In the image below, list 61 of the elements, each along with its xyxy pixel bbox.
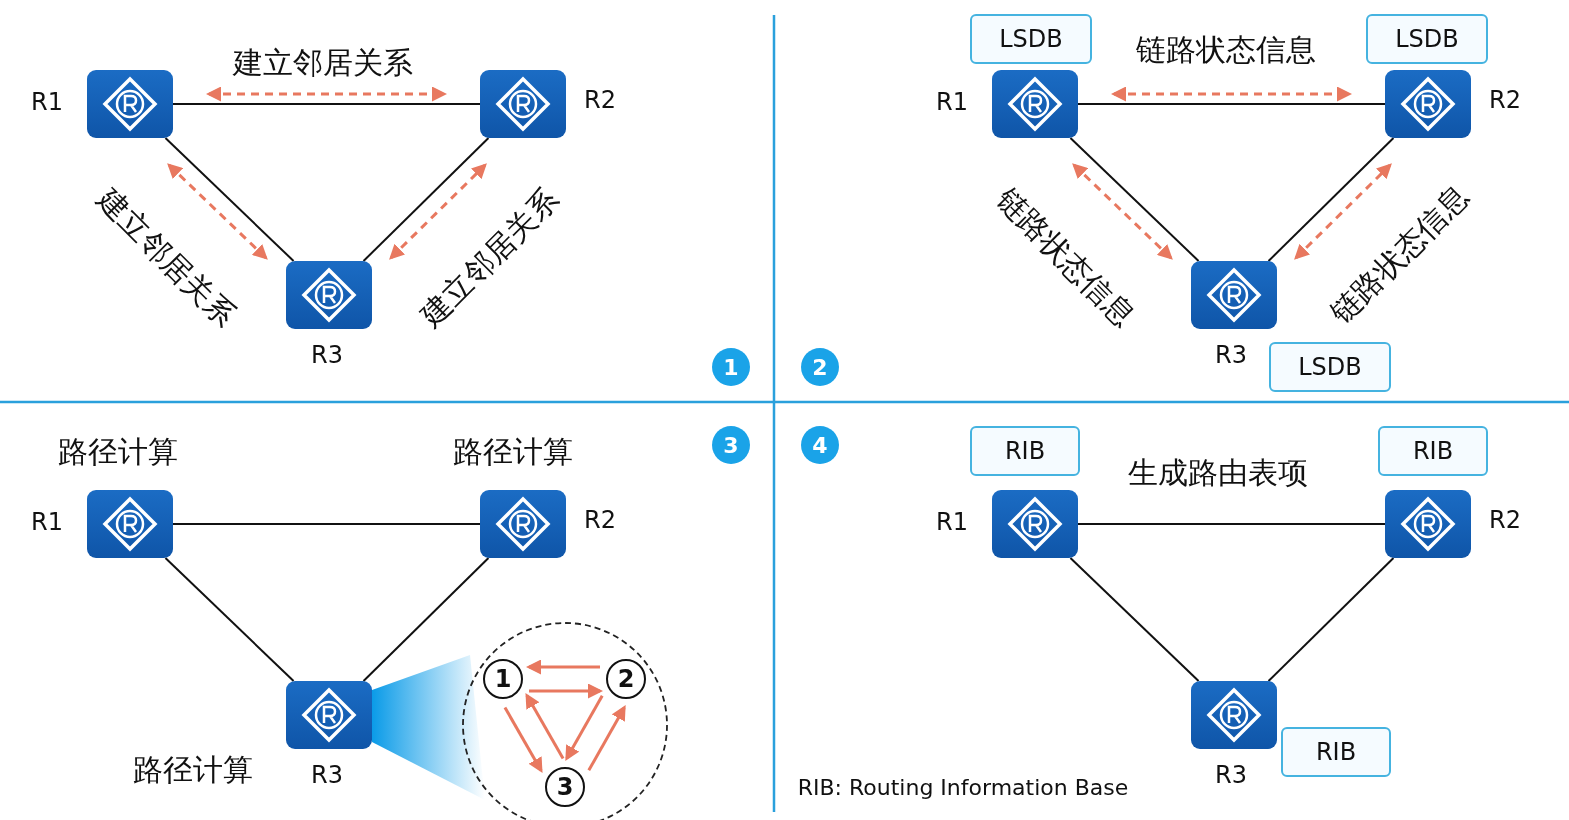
link-line xyxy=(362,557,490,682)
footnote: RIB: Routing Information Base xyxy=(797,774,1129,800)
arrow xyxy=(529,683,603,699)
edge-label: 链路状态信息 xyxy=(1136,30,1316,69)
double-arrow xyxy=(206,86,447,102)
step-badge: 3 xyxy=(712,426,750,464)
table-tag: RIB xyxy=(1378,426,1488,476)
double-arrow xyxy=(167,163,268,260)
router-label: R2 xyxy=(1489,506,1521,534)
step-badge: 4 xyxy=(801,426,839,464)
arrow xyxy=(587,705,626,772)
link-line xyxy=(1077,523,1386,525)
step-badge: 1 xyxy=(712,348,750,386)
double-arrow xyxy=(1111,86,1352,102)
edge-label: 链路状态信息 xyxy=(1322,177,1477,333)
step-circle: 3 xyxy=(545,767,585,807)
light-beam xyxy=(372,655,485,800)
link-line xyxy=(172,103,481,105)
router-label: R2 xyxy=(1489,86,1521,114)
router-label: R1 xyxy=(936,88,968,116)
arrow xyxy=(503,706,543,774)
link-line xyxy=(362,137,490,262)
link-line xyxy=(1069,557,1200,682)
step-label: 路径计算 xyxy=(453,432,573,471)
link-line xyxy=(164,137,295,262)
step-circle: 1 xyxy=(483,659,523,699)
edge-label: 建立邻居关系 xyxy=(233,43,413,82)
table-tag: LSDB xyxy=(970,14,1092,64)
edge-label: 链路状态信息 xyxy=(988,180,1143,336)
arrow xyxy=(525,692,565,760)
router-label: R3 xyxy=(1215,761,1247,789)
step-circle: 2 xyxy=(606,659,646,699)
router-label: R1 xyxy=(936,508,968,536)
double-arrow xyxy=(1294,163,1392,260)
table-tag: LSDB xyxy=(1269,342,1391,392)
table-tag: LSDB xyxy=(1366,14,1488,64)
link-line xyxy=(1069,137,1200,262)
link-line xyxy=(164,557,295,682)
router-label: R1 xyxy=(31,88,63,116)
step-label: 路径计算 xyxy=(58,432,178,471)
arrow xyxy=(565,694,604,761)
double-arrow xyxy=(1072,163,1173,260)
link-line xyxy=(1267,557,1395,682)
edge-label: 建立邻居关系 xyxy=(89,180,244,336)
edge-label: 建立邻居关系 xyxy=(412,180,567,336)
router-label: R1 xyxy=(31,508,63,536)
router-label: R3 xyxy=(311,341,343,369)
step-label: 生成路由表项 xyxy=(1128,453,1308,492)
double-arrow xyxy=(389,163,487,260)
router-label: R2 xyxy=(584,506,616,534)
table-tag: RIB xyxy=(970,426,1080,476)
link-line xyxy=(172,523,481,525)
router-label: R3 xyxy=(1215,341,1247,369)
table-tag: RIB xyxy=(1281,727,1391,777)
router-label: R2 xyxy=(584,86,616,114)
link-line xyxy=(1077,103,1386,105)
step-badge: 2 xyxy=(801,348,839,386)
step-label: 路径计算 xyxy=(133,750,253,789)
router-label: R3 xyxy=(311,761,343,789)
link-line xyxy=(1267,137,1395,262)
arrow xyxy=(526,659,600,675)
